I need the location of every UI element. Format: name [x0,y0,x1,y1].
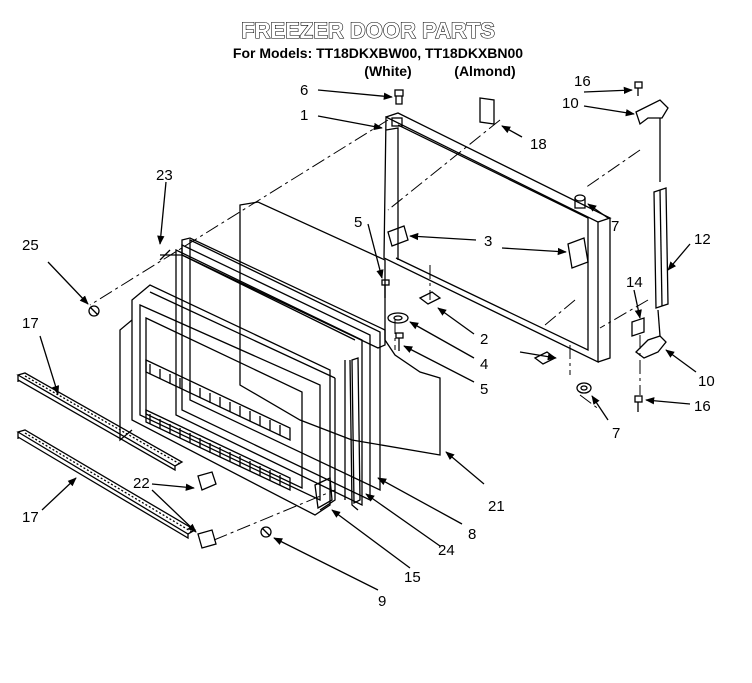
callout-15: 15 [404,569,421,586]
alignment-lines [89,119,649,541]
callout-2: 2 [480,331,488,348]
callout-4: 4 [480,356,488,373]
door-frame [383,112,612,364]
callout-24: 24 [438,542,455,559]
callout-3: 3 [484,233,492,250]
screw-25 [88,305,100,317]
callout-8: 8 [468,526,476,543]
callout-14: 14 [626,274,643,291]
callout-16-top: 16 [574,73,591,90]
callout-23: 23 [156,167,173,184]
screw-5b [395,332,404,351]
callout-9: 9 [378,593,386,610]
rail-end-cap-upper [197,471,217,491]
washer-4 [387,312,409,324]
callout-17-lower: 17 [22,509,39,526]
screw-9 [260,526,272,538]
hinge-shim [631,317,645,337]
callout-16-bottom: 16 [694,398,711,415]
callout-25: 25 [22,237,39,254]
insulation-panel [239,201,441,456]
callout-7-bottom: 7 [612,425,620,442]
door-liner [119,284,336,516]
variant-white: (White) [364,63,411,79]
callout-21: 21 [488,498,505,515]
screw-16-top [634,81,643,96]
shelf-rail-upper [16,372,184,472]
hinge-bracket-right [567,237,589,269]
bushing-bottom [576,382,592,394]
bushing-top [574,194,586,209]
screw-16-bottom [634,395,643,412]
callout-12: 12 [694,231,711,248]
callout-5-lower: 5 [480,381,488,398]
label-plate [479,97,495,125]
callout-10-top: 10 [562,95,579,112]
leader-lines [39,86,697,591]
models-line: For Models: TT18DKXBW00, TT18DKXBN00 [233,45,523,61]
door-handle [653,187,669,309]
diagram-title: FREEZER DOOR PARTS [241,18,495,43]
hinge-bracket-left [387,225,409,247]
variant-almond: (Almond) [454,63,515,79]
callout-1: 1 [300,107,308,124]
door-trim [314,357,361,510]
callout-5-upper: 5 [354,214,362,231]
shelf-lower [145,408,291,492]
shelf-rail-lower [16,429,197,540]
callout-6: 6 [300,82,308,99]
callout-10-bottom: 10 [698,373,715,390]
callout-22: 22 [133,475,150,492]
callout-7-top: 7 [611,218,619,235]
shelf-upper [145,358,291,442]
screw-5a [381,279,390,298]
door-stop-2a [418,291,442,305]
hinge-bottom [635,309,667,359]
screw-6 [394,89,404,105]
door-stop-2b [533,351,557,365]
rail-end-cap-lower [197,529,217,549]
callout-labels: 6 1 18 5 3 2 4 5 16 10 7 12 14 10 16 7 2… [22,73,715,610]
callout-18: 18 [530,136,547,153]
callout-17-upper: 17 [22,315,39,332]
hinge-top [635,99,669,182]
